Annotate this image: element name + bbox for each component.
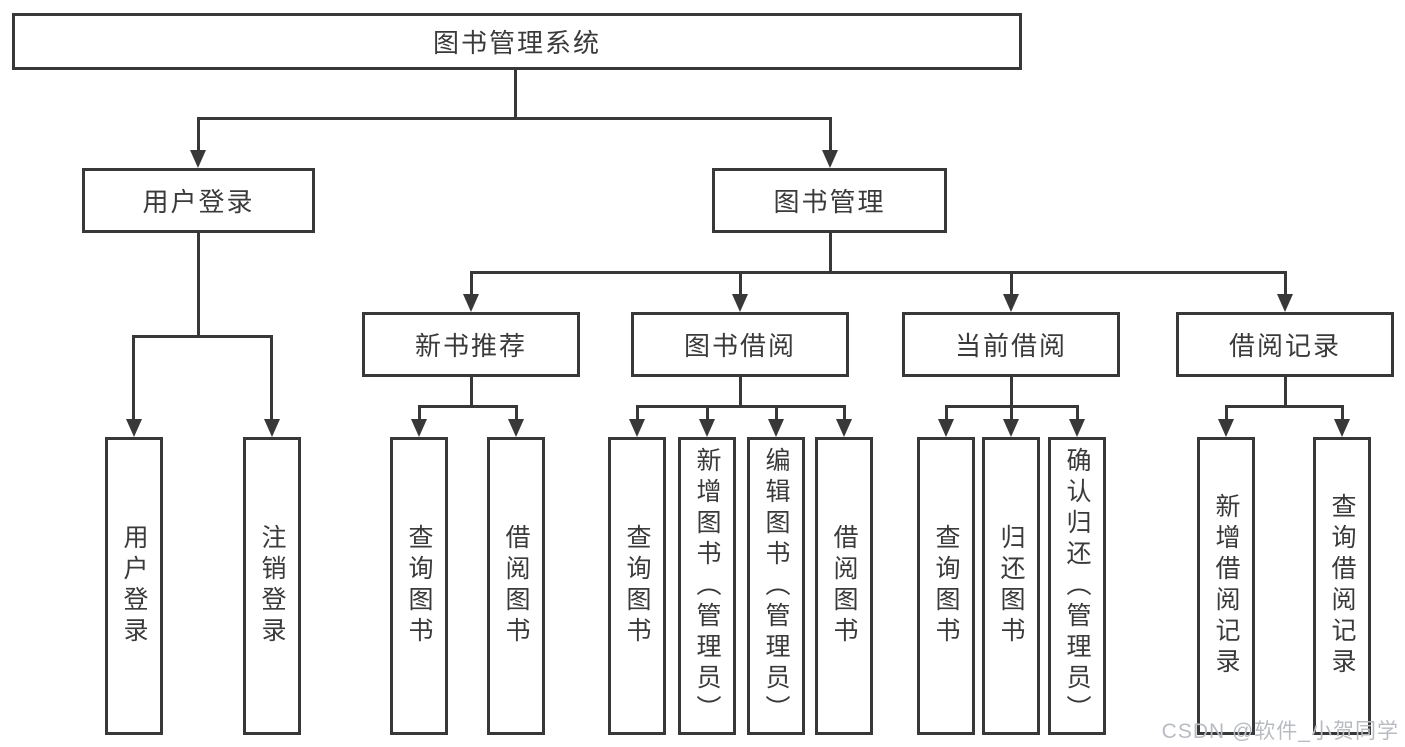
connector-to-book-mgmt (829, 117, 832, 152)
connector-to-leaf-login (132, 335, 135, 421)
arrowhead-icon (1218, 419, 1234, 437)
connector-new-books-stem (470, 377, 473, 407)
node-book-management: 图书管理 (712, 168, 947, 233)
node-library-system: 图书管理系统 (12, 13, 1022, 70)
connector-leaf (1010, 405, 1013, 421)
connector-borrow-records-stem (1284, 377, 1287, 407)
leaf-return-books: 归还图书 (982, 437, 1040, 735)
leaf-borrow-books: 借阅图书 (815, 437, 873, 735)
leaf-confirm-return-admin: 确认归还（管理员） (1048, 437, 1106, 735)
connector-leaf (945, 405, 948, 421)
node-current-borrowing: 当前借阅 (902, 312, 1120, 377)
connector-new-books-bar (418, 405, 518, 408)
connector-leaf (636, 405, 639, 421)
arrowhead-icon (463, 294, 479, 312)
connector-to-book-borrow (739, 271, 742, 297)
connector-leaf (706, 405, 709, 421)
arrowhead-icon (190, 150, 206, 168)
arrowhead-icon (938, 419, 954, 437)
node-borrow-records: 借阅记录 (1176, 312, 1394, 377)
connector-to-new-books (470, 271, 473, 297)
connector-leaf (1076, 405, 1079, 421)
leaf-query-books-borrow: 查询图书 (608, 437, 666, 735)
leaf-add-borrow-record: 新增借阅记录 (1197, 437, 1255, 735)
connector-leaf (775, 405, 778, 421)
arrowhead-icon (1334, 419, 1350, 437)
arrowhead-icon (836, 419, 852, 437)
connector-leaf (843, 405, 846, 421)
node-new-book-recommend: 新书推荐 (362, 312, 580, 377)
arrowhead-icon (768, 419, 784, 437)
arrowhead-icon (126, 419, 142, 437)
connector-level2-bar (197, 117, 832, 120)
arrowhead-icon (264, 419, 280, 437)
leaf-user-login: 用户登录 (105, 437, 163, 735)
connector-to-borrow-records (1284, 271, 1287, 297)
arrowhead-icon (1277, 294, 1293, 312)
connector-book-mgmt-stem (829, 233, 832, 274)
arrowhead-icon (1003, 294, 1019, 312)
connector-user-login-bar (132, 335, 273, 338)
connector-book-borrow-bar (636, 405, 846, 408)
leaf-query-books-newbooks: 查询图书 (390, 437, 448, 735)
arrowhead-icon (699, 419, 715, 437)
connector-borrow-records-bar (1225, 405, 1343, 408)
leaf-query-borrow-record: 查询借阅记录 (1313, 437, 1371, 735)
arrowhead-icon (411, 419, 427, 437)
leaf-add-book-admin: 新增图书（管理员） (678, 437, 736, 735)
leaf-edit-book-admin: 编辑图书（管理员） (747, 437, 805, 735)
arrowhead-icon (732, 294, 748, 312)
arrowhead-icon (508, 419, 524, 437)
node-user-login: 用户登录 (82, 168, 315, 233)
leaf-query-books-current: 查询图书 (917, 437, 975, 735)
connector-book-borrow-stem (739, 377, 742, 407)
connector-root-stem (514, 70, 517, 119)
leaf-borrow-books-newbooks: 借阅图书 (487, 437, 545, 735)
connector-to-current-borrow (1010, 271, 1013, 297)
connector-leaf (418, 405, 421, 421)
connector-current-borrow-stem (1010, 377, 1013, 407)
connector-user-login-stem (197, 232, 200, 337)
connector-level3-bar (470, 271, 1287, 274)
connector-to-leaf-logout (270, 335, 273, 421)
connector-to-user-login (197, 117, 200, 152)
leaf-logout: 注销登录 (243, 437, 301, 735)
arrowhead-icon (1069, 419, 1085, 437)
connector-leaf (1341, 405, 1344, 421)
connector-leaf (1225, 405, 1228, 421)
node-book-borrowing: 图书借阅 (631, 312, 849, 377)
arrowhead-icon (1003, 419, 1019, 437)
connector-leaf (515, 405, 518, 421)
arrowhead-icon (629, 419, 645, 437)
arrowhead-icon (822, 150, 838, 168)
